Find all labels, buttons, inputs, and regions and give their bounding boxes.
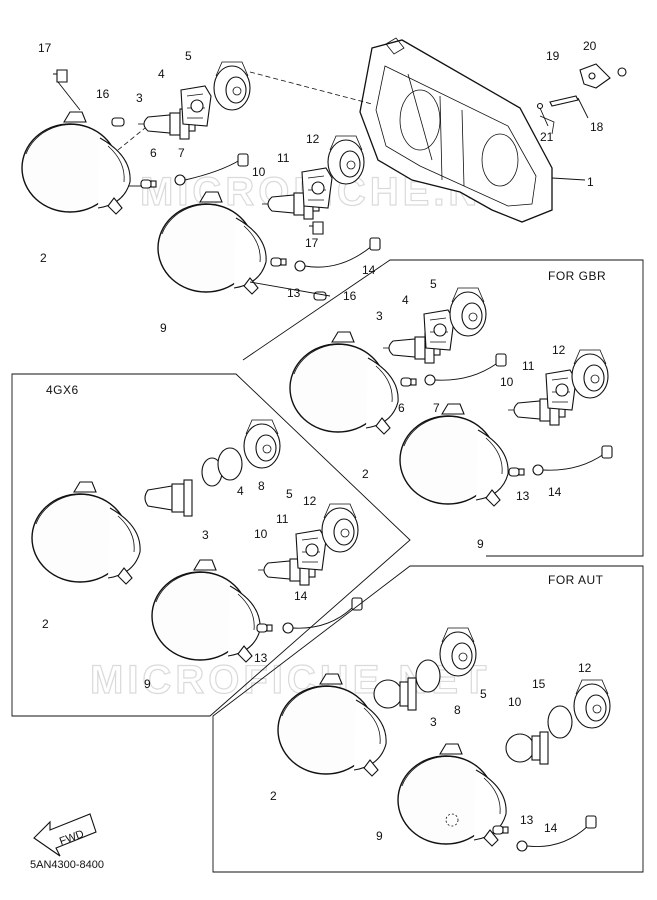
top-assembly [21, 37, 627, 301]
callout-gx6-3: 3 [202, 528, 209, 542]
callout-gbr-5: 5 [430, 277, 437, 291]
headlight-bracket [359, 37, 555, 223]
callout-gbr-7: 7 [433, 401, 440, 415]
callout-gbr-12: 12 [552, 343, 566, 357]
callout-gx6-9: 9 [144, 677, 151, 691]
callout-top-1: 1 [587, 175, 594, 189]
callout-top-17: 17 [38, 41, 52, 55]
callout-top-13: 13 [287, 286, 301, 300]
callout-top-7: 7 [178, 146, 185, 160]
callout-gbr-2: 2 [362, 467, 369, 481]
callout-top-17: 17 [305, 236, 319, 250]
callout-top-18: 18 [590, 120, 604, 134]
section-title-4gx6: 4GX6 [46, 383, 79, 397]
callout-gbr-13: 13 [516, 489, 530, 503]
mount-bracket-small [536, 63, 627, 110]
fwd-arrow-icon: FWD [33, 813, 97, 857]
callout-gx6-8: 8 [258, 479, 265, 493]
callout-top-2: 2 [40, 251, 47, 265]
callout-gbr-11: 11 [522, 359, 535, 373]
callout-gx6-13: 13 [254, 651, 268, 665]
section-title-aut: FOR AUT [548, 573, 604, 587]
callout-top-3: 3 [136, 91, 143, 105]
callout-gx6-14: 14 [294, 589, 308, 603]
callout-aut-10: 10 [508, 695, 522, 709]
callout-top-4: 4 [158, 67, 165, 81]
callout-gbr-6: 6 [398, 401, 405, 415]
callout-gx6-2: 2 [42, 617, 49, 631]
callout-gbr-9: 9 [477, 537, 484, 551]
callout-top-10: 10 [252, 165, 266, 179]
callout-top-20: 20 [583, 39, 597, 53]
callout-aut-15: 15 [532, 677, 546, 691]
section-gbr: FOR GBR [242, 259, 644, 557]
callout-top-6: 6 [150, 146, 157, 160]
callout-aut-13: 13 [520, 813, 534, 827]
callout-gbr-10: 10 [500, 375, 514, 389]
callout-aut-14: 14 [544, 821, 558, 835]
section-title-gbr: FOR GBR [548, 269, 606, 283]
callout-top-16: 16 [343, 289, 357, 303]
callout-top-11: 11 [277, 151, 290, 165]
callout-gbr-3: 3 [376, 309, 383, 323]
callout-gx6-5: 5 [286, 487, 293, 501]
callout-aut-3: 3 [430, 715, 437, 729]
callout-aut-9: 9 [376, 829, 383, 843]
section-aut: FOR AUT [212, 565, 644, 873]
callout-gbr-14: 14 [548, 485, 562, 499]
diagram-code: 5AN4300-8400 [30, 859, 104, 871]
callout-gx6-10: 10 [254, 527, 268, 541]
callout-gbr-4: 4 [402, 293, 409, 307]
callout-top-9: 9 [160, 321, 167, 335]
section-4gx6: 4GX6 [11, 373, 411, 717]
callout-top-19: 19 [546, 49, 560, 63]
callout-aut-2: 2 [270, 789, 277, 803]
callout-aut-5: 5 [480, 687, 487, 701]
callout-gx6-12: 12 [303, 494, 317, 508]
callout-top-5: 5 [185, 49, 192, 63]
callout-top-16: 16 [96, 87, 110, 101]
callout-top-14: 14 [362, 263, 376, 277]
callout-aut-8: 8 [454, 703, 461, 717]
callout-aut-12: 12 [578, 661, 592, 675]
callout-top-21: 21 [540, 130, 554, 144]
callout-gx6-11: 11 [276, 512, 289, 526]
callout-gx6-4: 4 [237, 484, 244, 498]
callout-top-12: 12 [306, 132, 320, 146]
